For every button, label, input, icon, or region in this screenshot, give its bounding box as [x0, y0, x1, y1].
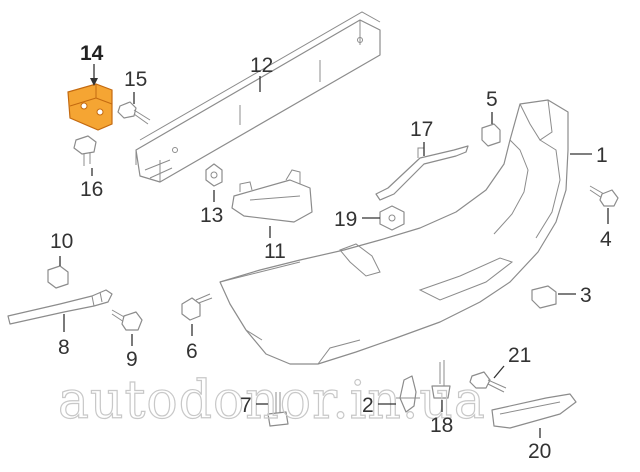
part-7-screw[interactable]: [267, 392, 289, 427]
callout-7[interactable]: 7: [240, 394, 252, 417]
part-10-clip[interactable]: [47, 265, 69, 289]
callout-2[interactable]: 2: [362, 394, 374, 417]
part-11-bracket[interactable]: [231, 169, 313, 223]
part-6-screw[interactable]: [181, 293, 213, 321]
callout-5[interactable]: 5: [486, 88, 498, 111]
callout-10[interactable]: 10: [50, 230, 73, 253]
part-5-clip[interactable]: [481, 123, 501, 147]
callout-19[interactable]: 19: [334, 208, 357, 231]
part-4-bolt[interactable]: [589, 185, 619, 207]
callout-labels: 14 12 15 16 5 17 1 13 19 4 10 11 3 8 9 6…: [50, 42, 612, 463]
part-21-bolt[interactable]: [469, 371, 507, 393]
callout-8[interactable]: 8: [58, 336, 70, 359]
callout-3[interactable]: 3: [580, 284, 592, 307]
part-19-nut[interactable]: [379, 205, 405, 231]
callout-12[interactable]: 12: [250, 54, 273, 77]
part-15-bolt[interactable]: [117, 101, 151, 125]
part-3-clip[interactable]: [531, 285, 557, 309]
part-1-bumper-cover[interactable]: [219, 99, 569, 365]
part-18-push-clip[interactable]: [431, 360, 451, 399]
callout-16[interactable]: 16: [80, 178, 103, 201]
callout-11[interactable]: 11: [264, 240, 286, 263]
callout-17[interactable]: 17: [410, 118, 433, 141]
part-13-clip[interactable]: [205, 163, 223, 187]
callout-18[interactable]: 18: [430, 414, 453, 437]
callout-20[interactable]: 20: [528, 440, 551, 463]
callout-13[interactable]: 13: [200, 204, 223, 227]
callout-14[interactable]: 14: [80, 42, 104, 65]
part-14-bracket[interactable]: [67, 83, 113, 131]
part-9-bolt[interactable]: [111, 309, 143, 331]
part-17-stay[interactable]: [375, 145, 469, 201]
callout-21[interactable]: 21: [508, 344, 531, 367]
callout-15[interactable]: 15: [124, 68, 147, 91]
part-20-reflector[interactable]: [491, 393, 577, 429]
part-12-reinforcement-beam[interactable]: [135, 11, 381, 183]
watermark-text: autodonor.in.ua: [58, 371, 486, 431]
leader-lines: [59, 64, 609, 438]
part-16-bolt[interactable]: [73, 135, 97, 166]
callout-4[interactable]: 4: [600, 228, 612, 251]
callout-9[interactable]: 9: [126, 348, 138, 371]
part-2-rivet[interactable]: [396, 375, 420, 413]
callout-6[interactable]: 6: [186, 340, 198, 363]
part-8-strip[interactable]: [7, 289, 113, 325]
callout-1[interactable]: 1: [596, 144, 608, 167]
